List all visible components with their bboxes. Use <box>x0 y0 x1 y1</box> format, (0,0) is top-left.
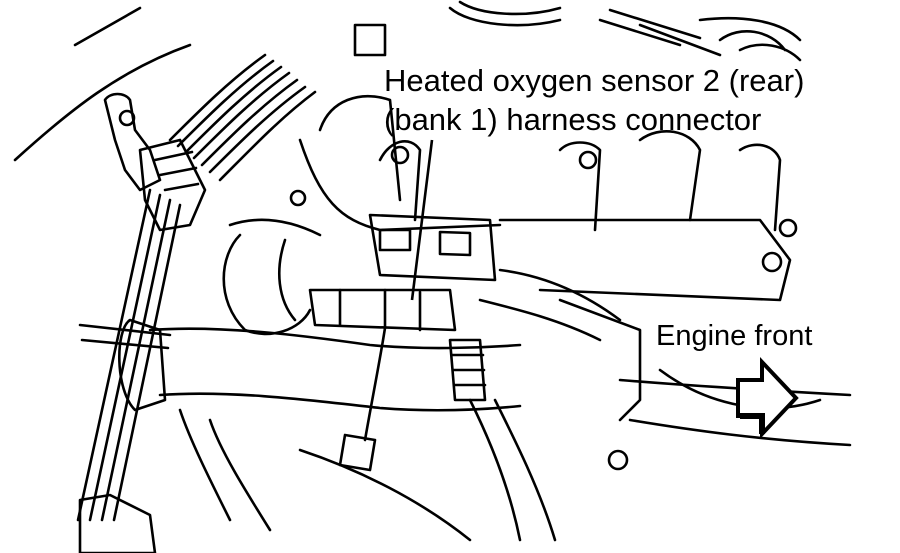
lower-right-hose-2 <box>628 418 852 447</box>
bracket-bolt <box>118 109 136 127</box>
manifold-bolt-1 <box>390 145 410 165</box>
brake-line-2 <box>88 193 162 522</box>
lower-right-hose <box>618 378 852 397</box>
engine-front-label: Engine front <box>656 320 813 352</box>
sensor-wire-loop <box>222 233 312 336</box>
connector-pigtail <box>363 326 387 442</box>
right-bracket <box>558 298 642 422</box>
lower-right-tube <box>658 368 822 410</box>
manifold-bolt-3 <box>778 218 798 238</box>
harness-connector-upper <box>368 213 497 282</box>
leader-line <box>410 139 434 301</box>
manifold-runner-2 <box>378 140 422 222</box>
top-right-lines <box>598 8 802 57</box>
harness-bundle-2 <box>176 59 275 148</box>
harness-bundle-4 <box>192 71 291 160</box>
harness-bundle-3 <box>184 65 283 154</box>
lower-hose <box>178 408 232 522</box>
manifold-bolt-5 <box>289 189 307 207</box>
sensor-label-line-2: (bank 1) harness connector <box>384 102 762 137</box>
harness-connector-upper-detail <box>378 228 472 257</box>
harness-connector-lower <box>308 288 457 332</box>
brake-line-1 <box>76 188 152 522</box>
top-right-coil <box>718 30 802 62</box>
sensor-label-line-1: Heated oxygen sensor 2 (rear) <box>384 63 805 98</box>
sensor-wire-loop-3 <box>278 238 297 322</box>
harness-connector-lower-detail <box>338 288 422 332</box>
lower-clamp <box>338 433 377 472</box>
manifold-runner-4 <box>638 130 702 222</box>
manifold-bolt-2 <box>578 150 598 170</box>
lower-hose-2 <box>208 418 272 532</box>
fitting-ribs <box>450 353 487 387</box>
lower-curve <box>298 448 472 542</box>
harness-bundle-6 <box>208 85 307 174</box>
radiator-hose-bottom <box>158 392 522 412</box>
top-pipe-2 <box>458 0 562 16</box>
bottom-bolt <box>607 449 629 471</box>
left-bracket <box>103 92 162 192</box>
radiator-hose-top <box>148 327 522 350</box>
manifold-flange <box>498 218 792 302</box>
body-panel-outline <box>73 6 142 47</box>
sensor-cap <box>353 23 387 57</box>
right-hose-top <box>498 268 622 322</box>
lower-pipe <box>468 398 522 542</box>
brake-line-4 <box>112 203 182 522</box>
manifold-bolt-4 <box>761 251 783 273</box>
harness-bundle-outline <box>218 90 317 182</box>
lower-left-fitting <box>78 493 157 553</box>
hose-end-clamp <box>118 318 167 412</box>
manifold-body <box>298 138 502 232</box>
brake-line-3 <box>100 198 172 522</box>
tube-clip <box>78 323 172 350</box>
top-pipe <box>448 6 562 27</box>
manifold-runner-5 <box>738 143 782 232</box>
engine-front-arrow-icon <box>736 356 799 440</box>
hose-fitting <box>448 338 487 402</box>
right-hose-bottom <box>478 298 602 342</box>
manifold-runner-3 <box>558 141 602 232</box>
left-connector-ridge <box>153 150 200 192</box>
manifold-runner-1 <box>318 95 402 202</box>
lower-pipe-2 <box>493 398 557 542</box>
body-panel-curve <box>13 43 192 162</box>
harness-bundle-5 <box>200 78 299 167</box>
engine-front-arrow-shadow <box>740 413 765 434</box>
left-connector-block <box>138 138 207 232</box>
harness-bundle-1 <box>168 53 267 142</box>
sensor-wire-loop-2 <box>228 218 322 237</box>
